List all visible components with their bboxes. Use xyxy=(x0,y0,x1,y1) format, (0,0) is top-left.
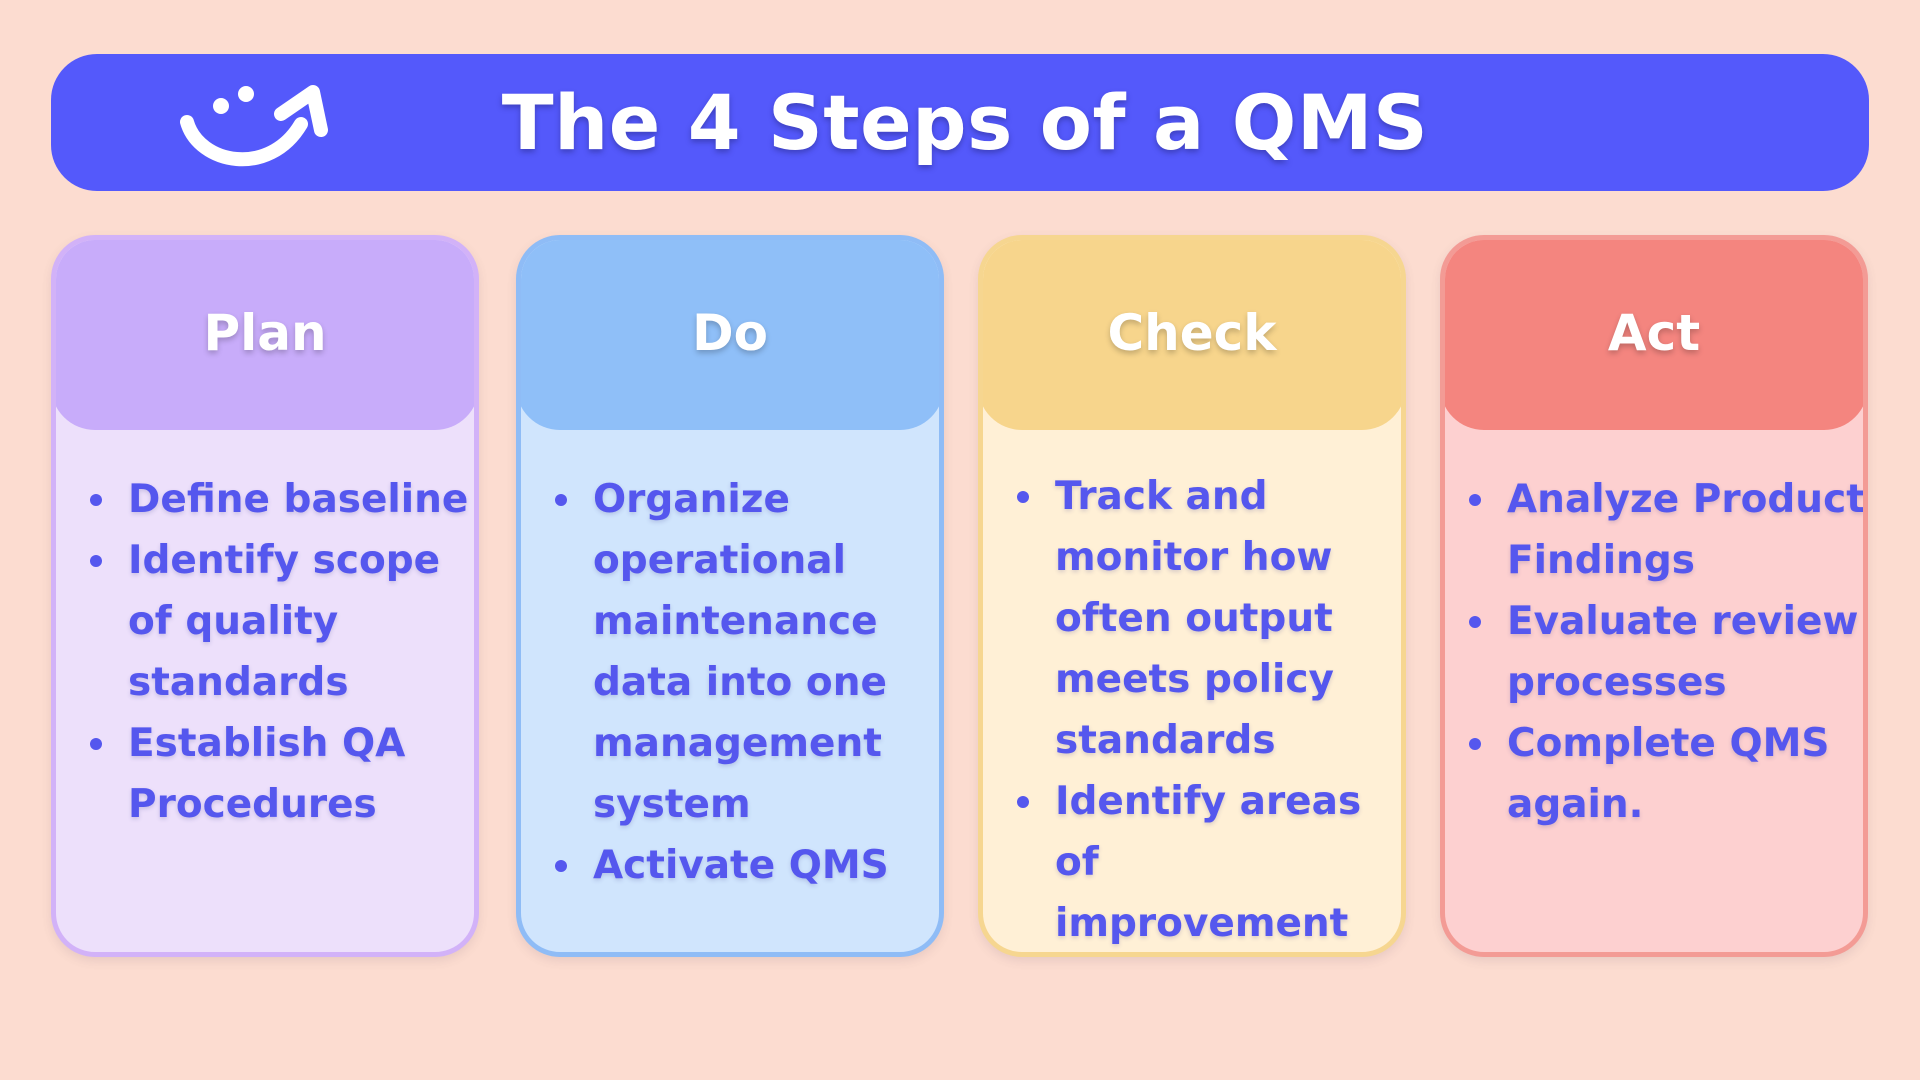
list-item-text: Identify areas of improvement xyxy=(1055,779,1362,946)
bullet-icon xyxy=(1469,738,1481,750)
bullet-icon xyxy=(555,494,567,506)
list-item: Define baseline xyxy=(90,469,472,530)
step-card-do: Do Organize operational maintenance data… xyxy=(516,235,944,957)
bullet-icon xyxy=(1469,494,1481,506)
bullet-icon xyxy=(555,860,567,872)
step-card-check: Check Track and monitor how often output… xyxy=(978,235,1406,957)
bullet-icon xyxy=(1017,796,1029,808)
list-item: Establish QA Procedures xyxy=(90,713,472,835)
list-item: Analyze Product Findings xyxy=(1469,469,1865,591)
list-item-text: Define baseline xyxy=(128,477,469,522)
step-item-list: Define baseline Identify scope of qualit… xyxy=(90,469,472,835)
bullet-icon xyxy=(90,555,102,567)
step-card-act: Act Analyze Product Findings Evaluate re… xyxy=(1440,235,1868,957)
step-item-list: Track and monitor how often output meets… xyxy=(1017,466,1399,952)
list-item-text: Establish QA Procedures xyxy=(128,721,406,827)
list-item: Track and monitor how often output meets… xyxy=(1017,466,1399,771)
list-item-text: Organize operational maintenance data in… xyxy=(593,477,887,827)
list-item: Evaluate review processes xyxy=(1469,591,1863,713)
title-banner: The 4 Steps of a QMS xyxy=(51,54,1869,191)
step-card-title: Check xyxy=(983,240,1401,430)
page-title: The 4 Steps of a QMS xyxy=(501,78,1429,167)
list-item-text: Track and monitor how often output meets… xyxy=(1055,474,1334,763)
list-item-text: Evaluate review processes xyxy=(1507,599,1859,705)
step-card-title: Act xyxy=(1445,240,1863,430)
list-item: Identify scope of quality standards xyxy=(90,530,472,713)
bullet-icon xyxy=(90,494,102,506)
step-card-title: Do xyxy=(521,240,939,430)
step-item-list: Analyze Product Findings Evaluate review… xyxy=(1469,469,1865,835)
bullet-icon xyxy=(90,738,102,750)
bullet-icon xyxy=(1017,491,1029,503)
step-card-title: Plan xyxy=(56,240,474,430)
list-item-text: Complete QMS again. xyxy=(1507,721,1830,827)
list-item: Activate QMS xyxy=(555,835,937,896)
list-item: Complete QMS again. xyxy=(1469,713,1863,835)
list-item-text: Analyze Product Findings xyxy=(1507,477,1865,583)
step-card-plan: Plan Define baseline Identify scope of q… xyxy=(51,235,479,957)
list-item-text: Identify scope of quality standards xyxy=(128,538,441,705)
list-item: Identify areas of improvement xyxy=(1017,771,1399,952)
bullet-icon xyxy=(1469,616,1481,628)
step-item-list: Organize operational maintenance data in… xyxy=(555,469,937,896)
list-item-text: Activate QMS xyxy=(593,843,889,888)
list-item: Organize operational maintenance data in… xyxy=(555,469,937,835)
smile-arrow-icon xyxy=(180,85,328,167)
